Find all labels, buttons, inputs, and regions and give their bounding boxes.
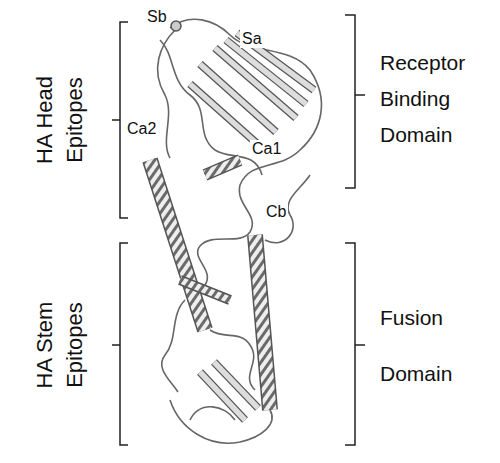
alpha-helix [150, 160, 270, 410]
antigenic-site-label: Ca2 [125, 120, 158, 138]
protein-loop [158, 19, 322, 443]
antigenic-site-label: Sa [240, 30, 264, 48]
epitope-group-label: HA Stem Epitopes [30, 270, 90, 420]
domain-label: Fusion Domain [380, 290, 490, 402]
bracket [112, 15, 365, 445]
beta-strand [190, 33, 314, 420]
antigenic-site-label: Sb [145, 8, 169, 26]
antigenic-site-label: Ca1 [250, 140, 283, 158]
protein-loop [171, 21, 181, 31]
antigenic-site-label: Cb [264, 203, 288, 221]
epitope-group-label: HA Head Epitopes [30, 45, 90, 195]
domain-label: Receptor Binding Domain [380, 45, 495, 153]
